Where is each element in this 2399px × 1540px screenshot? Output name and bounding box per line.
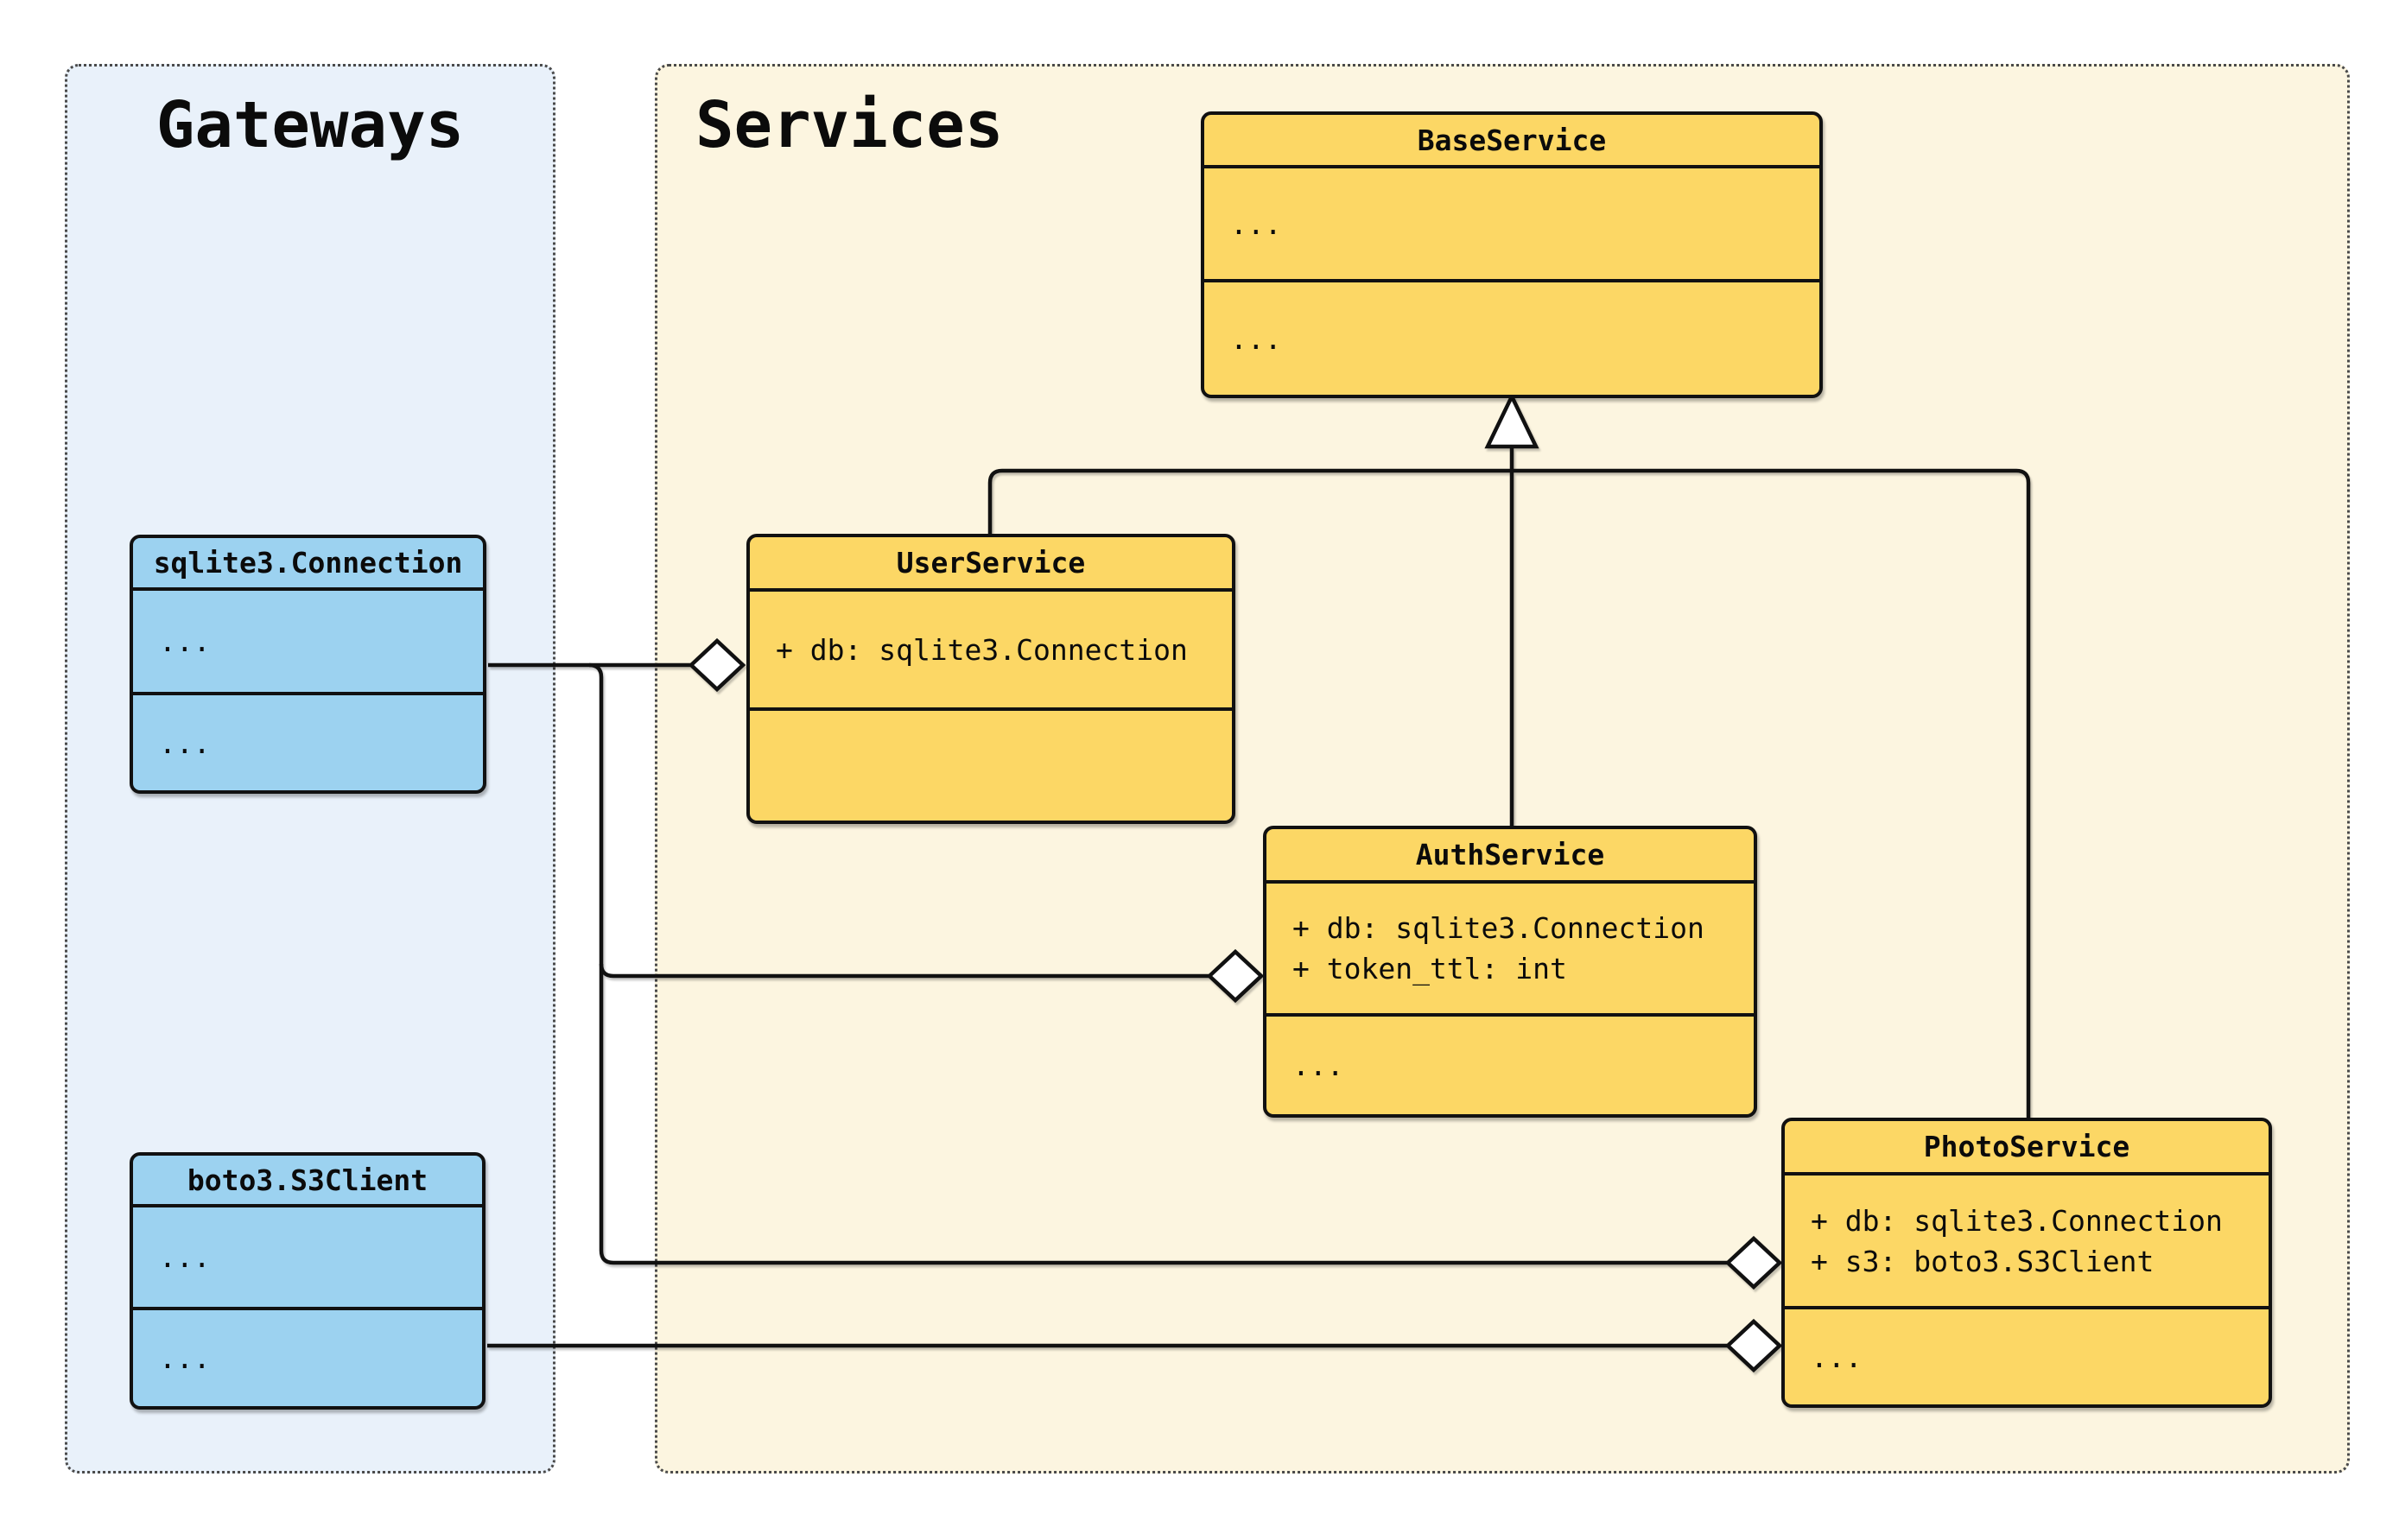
methods-section-photoservice: ... <box>1785 1309 2269 1404</box>
inheritance-triangle-icon <box>1484 391 1539 449</box>
class-title-authservice: AuthService <box>1266 829 1754 884</box>
attribute-line: + db: sqlite3.Connection <box>1811 1203 2223 1238</box>
aggregation-sqlite-photoservice-line <box>588 662 1727 1265</box>
methods-section-userservice <box>750 711 1232 821</box>
method-line: ... <box>1811 1340 1863 1374</box>
services-panel-title: Services <box>695 88 1004 162</box>
attributes-section-photoservice: + db: sqlite3.Connection + s3: boto3.S3C… <box>1785 1176 2269 1309</box>
attributes-section-userservice: + db: sqlite3.Connection <box>750 592 1232 711</box>
class-node-baseservice[interactable]: BaseService ... ... <box>1201 111 1823 398</box>
gateways-panel-title: Gateways <box>155 88 465 162</box>
aggregation-sqlite-authservice-line <box>599 963 1209 979</box>
attributes-section-boto3-s3client: ... <box>133 1207 482 1310</box>
methods-section-sqlite3-connection: ... <box>133 695 483 790</box>
aggregation-diamond-authservice-icon <box>1206 948 1265 1004</box>
class-node-userservice[interactable]: UserService + db: sqlite3.Connection <box>746 534 1235 824</box>
class-node-sqlite3-connection[interactable]: sqlite3.Connection ... ... <box>130 535 486 794</box>
class-title-sqlite3-connection: sqlite3.Connection <box>133 538 483 591</box>
aggregation-diamond-photoservice-s3-icon <box>1724 1318 1783 1373</box>
class-node-photoservice[interactable]: PhotoService + db: sqlite3.Connection + … <box>1781 1118 2272 1408</box>
class-node-boto3-s3client[interactable]: boto3.S3Client ... ... <box>130 1152 486 1410</box>
method-line: ... <box>1230 321 1282 356</box>
method-line: ... <box>1292 1049 1344 1082</box>
class-title-photoservice: PhotoService <box>1785 1121 2269 1176</box>
aggregation-diamond-photoservice-db-icon <box>1724 1235 1783 1290</box>
methods-section-baseservice: ... <box>1204 282 1819 395</box>
attribute-line: + db: sqlite3.Connection <box>1292 911 1704 945</box>
attribute-line: + token_ttl: int <box>1292 952 1567 985</box>
attributes-section-sqlite3-connection: ... <box>133 591 483 695</box>
attributes-section-authservice: + db: sqlite3.Connection + token_ttl: in… <box>1266 884 1754 1017</box>
aggregation-diamond-userservice-icon <box>688 637 746 693</box>
class-title-baseservice: BaseService <box>1204 115 1819 168</box>
attribute-line: ... <box>159 624 211 658</box>
method-line: ... <box>159 1341 211 1375</box>
attribute-line: ... <box>1230 206 1282 241</box>
attributes-section-baseservice: ... <box>1204 168 1819 282</box>
attribute-line: + s3: boto3.S3Client <box>1811 1244 2155 1278</box>
methods-section-authservice: ... <box>1266 1017 1754 1114</box>
methods-section-boto3-s3client: ... <box>133 1310 482 1406</box>
class-title-userservice: UserService <box>750 537 1232 592</box>
class-title-boto3-s3client: boto3.S3Client <box>133 1156 482 1207</box>
attribute-line: + db: sqlite3.Connection <box>776 632 1188 667</box>
class-node-authservice[interactable]: AuthService + db: sqlite3.Connection + t… <box>1263 826 1757 1118</box>
attribute-line: ... <box>159 1240 211 1274</box>
method-line: ... <box>159 726 211 760</box>
inheritance-rail-line <box>987 468 2031 1119</box>
